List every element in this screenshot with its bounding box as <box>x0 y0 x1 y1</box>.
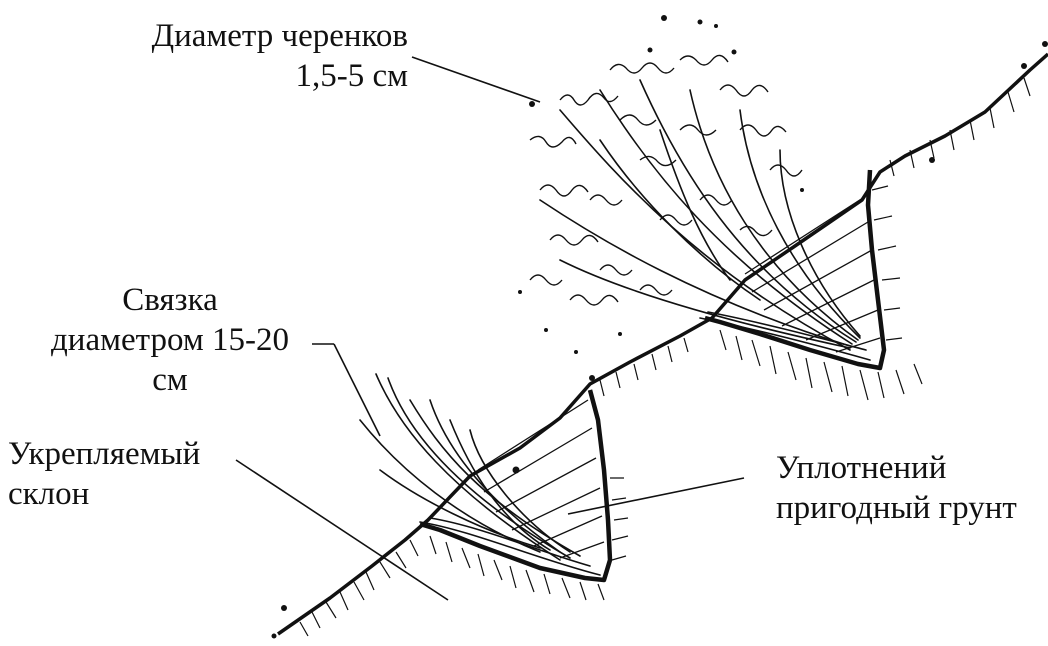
leader-bundle-diag <box>334 344 380 436</box>
label-bundle-line3: см <box>30 360 310 400</box>
label-slope-line1: Укрепляемый <box>8 434 248 474</box>
label-bundle: Связка диаметром 15-20 см <box>30 280 310 400</box>
label-soil-line1: Уплотнений <box>776 448 1044 488</box>
label-cuttings-line2: 1,5-5 см <box>108 56 408 96</box>
label-slope: Укрепляемый склон <box>8 434 248 514</box>
label-cuttings-line1: Диаметр черенков <box>108 16 408 56</box>
leader-soil <box>568 478 744 514</box>
label-slope-line2: склон <box>8 474 248 514</box>
surface-hatching <box>300 78 1030 636</box>
leader-cuttings <box>412 57 540 102</box>
label-soil-line2: пригодный грунт <box>776 488 1044 528</box>
label-soil: Уплотнений пригодный грунт <box>776 448 1044 528</box>
lower-soil-hatching <box>478 400 604 558</box>
scatter-dots <box>272 15 1048 639</box>
label-bundle-line2: диаметром 15-20 <box>30 320 310 360</box>
label-bundle-line1: Связка <box>30 280 310 320</box>
label-cuttings-diameter: Диаметр черенков 1,5-5 см <box>108 16 408 96</box>
